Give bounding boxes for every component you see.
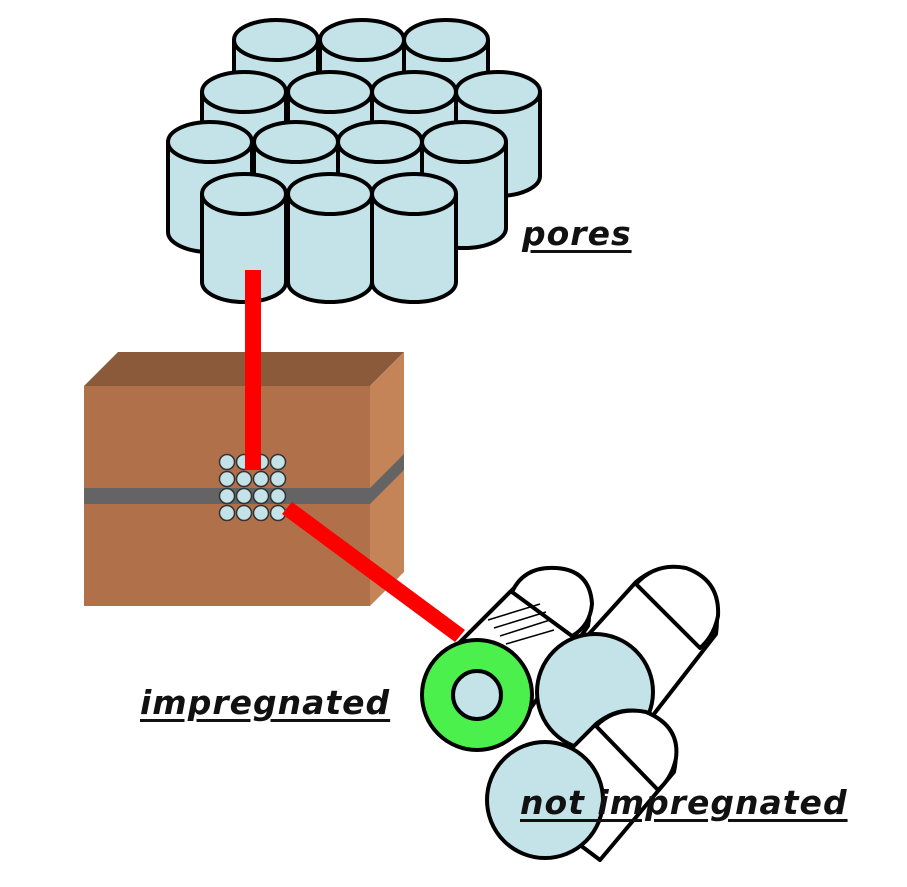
not-impregnated-label: not impregnated [520,783,848,822]
material-box [84,352,404,606]
pore-cylinder [370,172,458,304]
box-top-face [84,352,404,386]
roll-end-bottom [594,708,679,792]
roll-core-impregnated [451,669,503,721]
roll-end-back-left [510,565,594,638]
roll-face-bottom [485,740,605,860]
connector-lines [245,270,465,642]
pore-cylinder [286,172,374,304]
roll-fiber-detail [487,603,555,645]
pore-rolls [420,564,721,862]
pore-cluster [166,18,542,304]
pore-grid [218,453,287,522]
connector-box-to-rolls [282,502,465,642]
box-tape-side [370,454,404,504]
pore-cylinder [200,172,288,304]
pore-cylinder [454,70,542,198]
connector-pores-to-box [245,270,261,470]
pores-label: pores [522,214,632,253]
roll-end-right [634,564,721,650]
impregnated-label: impregnated [140,683,391,722]
